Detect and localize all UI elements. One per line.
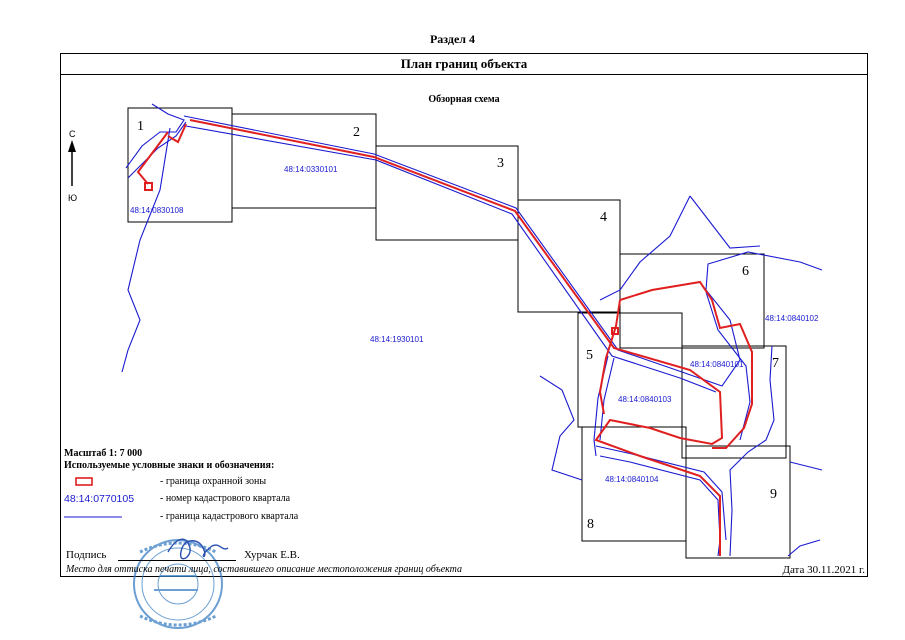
compass-south-label: Ю xyxy=(68,193,77,203)
sheet-frame-3 xyxy=(375,145,519,241)
plan-title: План границ объекта xyxy=(60,53,868,75)
sheet-number: 7 xyxy=(772,356,779,371)
document-frame xyxy=(60,53,868,577)
legend-title: Используемые условные знаки и обозначени… xyxy=(64,460,275,471)
sheet-number: 1 xyxy=(137,119,144,134)
signature-label: Подпись xyxy=(66,549,107,561)
signer-name: Хурчак Е.В. xyxy=(244,549,300,561)
round-seal-stamp xyxy=(133,539,223,629)
sheet-numbers: 1 2 3 4 5 6 7 8 9 xyxy=(137,119,779,532)
section-title: Раздел 4 xyxy=(429,32,476,46)
cadastral-boundaries xyxy=(121,103,823,557)
legend-item-code: 48:14:0770105 xyxy=(64,493,135,505)
sheet-number: 9 xyxy=(770,487,777,502)
document-date: Дата 30.11.2021 г. xyxy=(782,564,865,576)
signature-scribble xyxy=(167,538,229,560)
cadastral-label: 48:14:0840102 xyxy=(765,314,819,323)
compass-north-label: С xyxy=(69,129,76,139)
sheet-number: 6 xyxy=(742,264,749,279)
sheet-number: 5 xyxy=(586,348,593,363)
signature-line xyxy=(118,560,236,561)
legend-item-boundary: - граница кадастрового квартала xyxy=(160,511,299,522)
cadastral-label: 48:14:0330101 xyxy=(284,165,338,174)
legend-item-cadastral-number: - номер кадастрового квартала xyxy=(160,493,291,504)
legend-item-zone: - граница охранной зоны xyxy=(160,476,267,487)
sheet-number: 4 xyxy=(600,210,607,225)
sheet-frame-7 xyxy=(681,345,787,459)
cadastral-labels: 48:14:0830108 48:14:0330101 48:14:193010… xyxy=(130,165,819,484)
cadastral-label: 48:14:0840104 xyxy=(605,475,659,484)
sheet-number: 3 xyxy=(497,156,504,171)
overview-title: Обзорная схема xyxy=(428,94,500,105)
north-arrow-icon: С Ю xyxy=(68,129,77,203)
sheet-number: 2 xyxy=(353,125,360,140)
cadastral-label: 48:14:1930101 xyxy=(370,335,424,344)
cadastral-label: 48:14:0830108 xyxy=(130,206,184,215)
legend-zone-swatch xyxy=(75,477,93,486)
stamp-place-note: Место для оттиска печати лица, составивш… xyxy=(66,564,463,575)
sheet-frame-8 xyxy=(581,426,687,542)
cadastral-label: 48:14:0840103 xyxy=(618,395,672,404)
legend-scale: Масштаб 1: 7 000 xyxy=(64,448,143,459)
cadastral-label: 48:14:0840101 xyxy=(690,360,744,369)
sheet-frame-9 xyxy=(685,445,791,559)
sheet-frames xyxy=(127,107,791,559)
sheet-number: 8 xyxy=(587,517,594,532)
security-zone xyxy=(136,119,753,556)
